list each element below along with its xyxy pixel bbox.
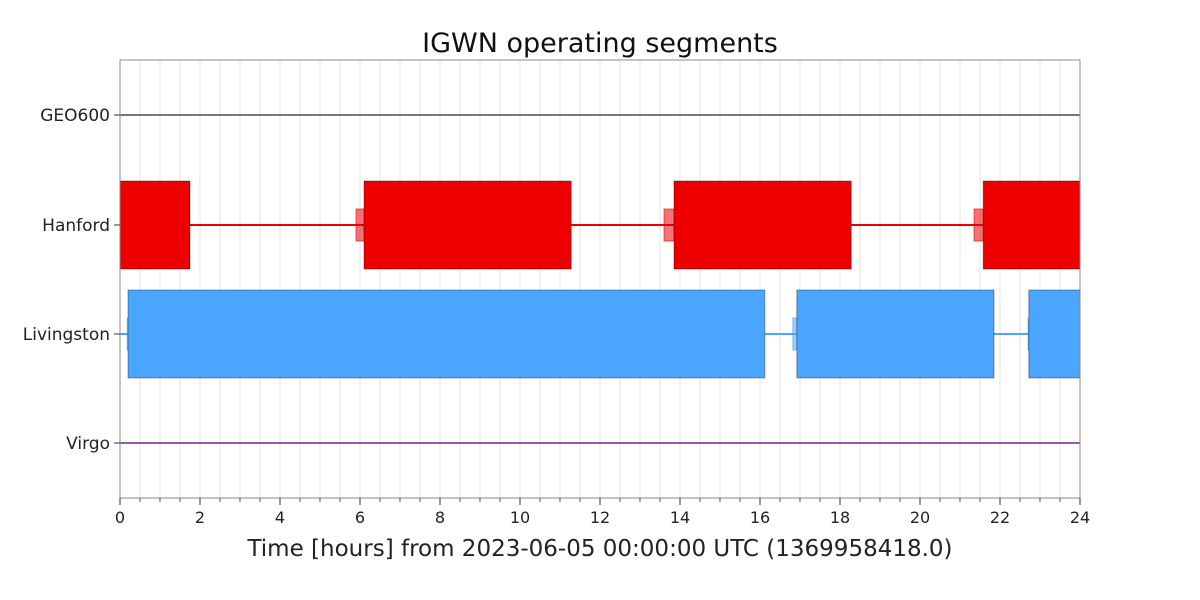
segment-bar (673, 180, 852, 270)
x-tick-label: 12 (590, 508, 610, 527)
y-tick-label: Virgo (66, 434, 110, 454)
x-tick-label: 4 (275, 508, 285, 527)
segment-bar (119, 180, 191, 270)
x-tick-label: 2 (195, 508, 205, 527)
x-tick-label: 16 (750, 508, 770, 527)
y-tick-label: GEO600 (40, 106, 110, 126)
x-tick-label: 8 (435, 508, 445, 527)
segment-bar (796, 289, 995, 379)
x-tick-label: 10 (510, 508, 530, 527)
x-tick-label: 0 (115, 508, 125, 527)
transition-marker (355, 208, 365, 242)
x-tick-label: 6 (355, 508, 365, 527)
transition-marker (663, 208, 675, 242)
segment-bar (1028, 289, 1081, 379)
x-tick-label: 24 (1070, 508, 1090, 527)
segment-bar (363, 180, 572, 270)
segment-bar (127, 289, 766, 379)
x-tick-label: 20 (910, 508, 930, 527)
grid-lines (119, 60, 1081, 498)
transition-marker (792, 317, 798, 351)
transition-marker (973, 208, 984, 242)
y-tick-label: Hanford (42, 216, 110, 236)
y-tick-label: Livingston (23, 325, 110, 345)
segment-bar (982, 180, 1081, 270)
x-tick-label: 22 (990, 508, 1010, 527)
segment-bars (119, 180, 1081, 379)
x-axis-label: Time [hours] from 2023-06-05 00:00:00 UT… (246, 536, 952, 562)
x-tick-label: 18 (830, 508, 850, 527)
x-tick-label: 14 (670, 508, 690, 527)
chart-title: IGWN operating segments (422, 28, 778, 59)
